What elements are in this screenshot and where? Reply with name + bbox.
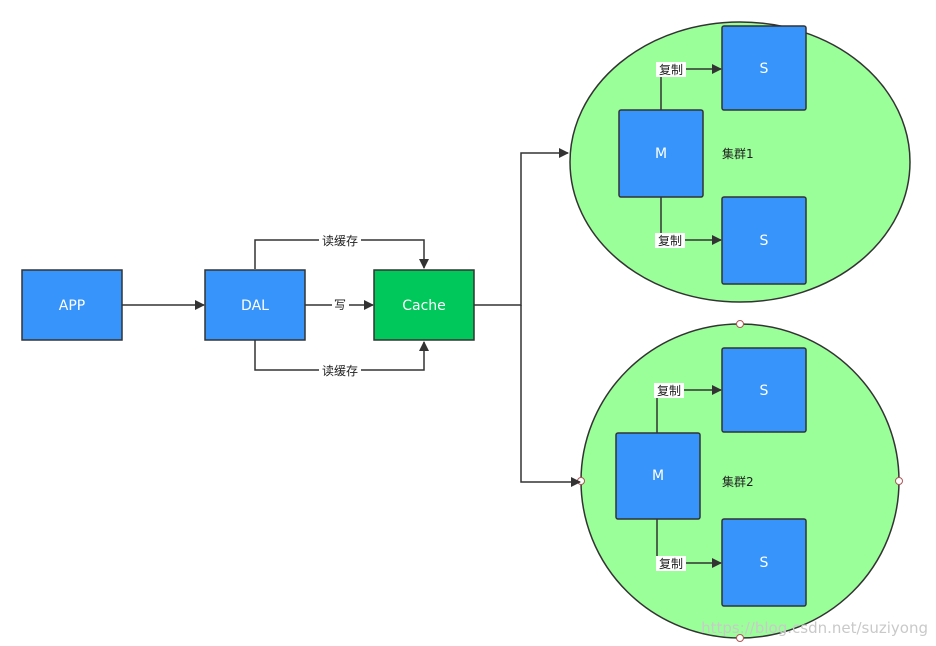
- node-dal[interactable]: DAL: [204, 269, 306, 341]
- resize-handle-top[interactable]: [736, 320, 744, 328]
- node-cluster-2-slave-bottom[interactable]: S: [721, 518, 807, 607]
- node-cluster-2-slave-top-label: S: [760, 383, 769, 399]
- label-c1-replicate-top: 复制: [659, 63, 683, 77]
- edge-cache-to-cluster-2: [520, 305, 581, 487]
- cluster-1-ellipse: [569, 21, 911, 303]
- label-read-cache-bottom: 读缓存: [322, 364, 358, 378]
- edge-cache-to-cluster-1: [474, 148, 569, 306]
- node-cluster-2-master-label: M: [652, 468, 664, 484]
- watermark: https://blog.csdn.net/suziyong: [701, 619, 928, 637]
- resize-handle-left[interactable]: [577, 477, 585, 485]
- node-app-label: APP: [59, 298, 85, 314]
- resize-handle-right[interactable]: [895, 477, 903, 485]
- node-cluster-1-master[interactable]: M: [618, 109, 704, 198]
- node-cluster-1-slave-top-label: S: [760, 61, 769, 77]
- node-cluster-1-slave-top[interactable]: S: [721, 25, 807, 111]
- cluster-1-label: 集群1: [722, 146, 754, 161]
- resize-handle-bottom[interactable]: [736, 634, 744, 642]
- node-cluster-2-slave-top[interactable]: S: [721, 347, 807, 433]
- node-cluster-2-slave-bottom-label: S: [760, 555, 769, 571]
- label-write: 写: [334, 298, 346, 312]
- node-cluster-1-slave-bottom-label: S: [760, 233, 769, 249]
- label-c2-replicate-bottom: 复制: [659, 557, 683, 571]
- node-cluster-1-slave-bottom[interactable]: S: [721, 196, 807, 285]
- label-read-cache-top: 读缓存: [322, 234, 358, 248]
- node-cache[interactable]: Cache: [373, 269, 475, 341]
- label-c1-replicate-bottom: 复制: [658, 234, 682, 248]
- node-dal-label: DAL: [241, 298, 269, 314]
- node-cache-label: Cache: [402, 298, 446, 314]
- node-cluster-1-master-label: M: [655, 146, 667, 162]
- node-app[interactable]: APP: [21, 269, 123, 341]
- cluster-2-label: 集群2: [722, 474, 754, 489]
- node-cluster-2-master[interactable]: M: [615, 432, 701, 520]
- label-c2-replicate-top: 复制: [657, 384, 681, 398]
